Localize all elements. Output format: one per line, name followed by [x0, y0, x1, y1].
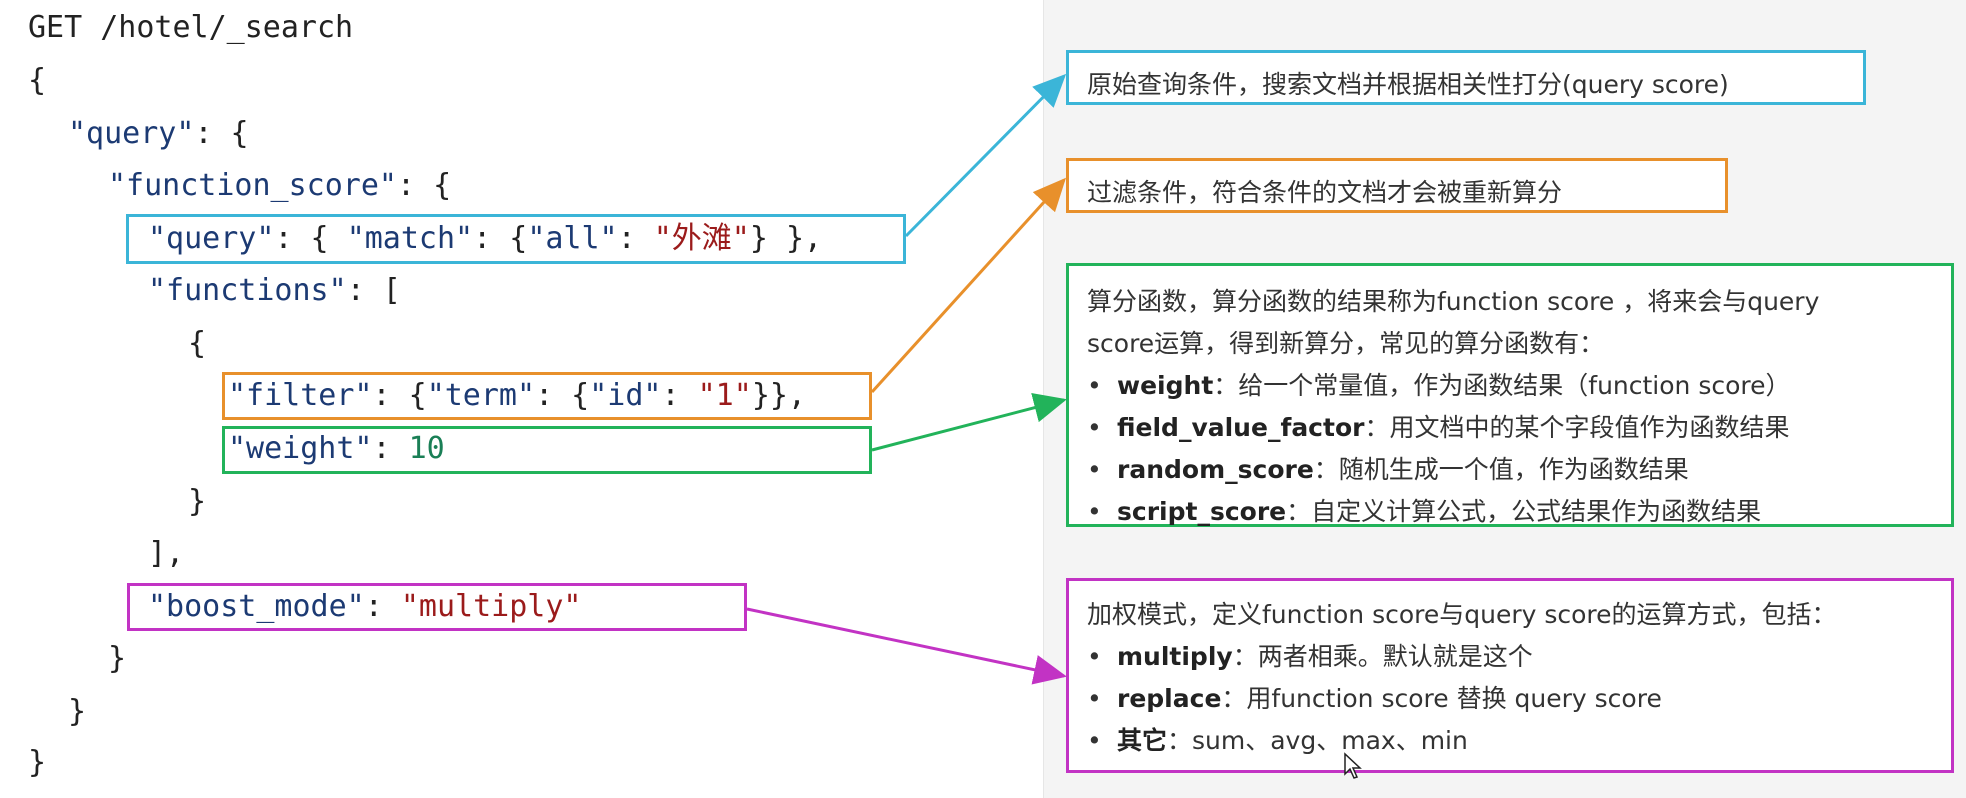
request-line: GET /hotel/_search	[28, 10, 354, 45]
boost-arrow	[746, 607, 1067, 685]
functions-note-item-random-score: •random_score：随机生成一个值，作为函数结果	[1087, 455, 1689, 484]
boost-note-intro: 加权模式，定义function score与query score的运算方式，包…	[1087, 600, 1837, 629]
code-line-function-score-close: }	[108, 641, 127, 676]
query-arrow	[904, 73, 1067, 238]
filter-note-box: 过滤条件，符合条件的文档才会被重新算分	[1066, 158, 1728, 213]
weight-highlight-box	[222, 426, 872, 474]
bullet-icon: •	[1087, 642, 1102, 671]
boost-note-item-replace: •replace：用function score 替换 query score	[1087, 684, 1662, 713]
code-line-weight: "weight": 10	[228, 431, 445, 466]
bullet-icon: •	[1087, 371, 1102, 400]
bullet-icon: •	[1087, 726, 1102, 755]
code-line-filter: "filter": {"term": {"id": "1"}},	[228, 378, 806, 413]
boost-note-item-multiply: •multiply：两者相乘。默认就是这个	[1087, 642, 1533, 671]
bullet-icon: •	[1087, 684, 1102, 713]
code-line-open: {	[28, 63, 47, 98]
boost-mode-highlight-box	[127, 583, 747, 631]
filter-highlight-box	[222, 372, 872, 420]
functions-note-intro-1: 算分函数，算分函数的结果称为function score ，将来会与query	[1087, 287, 1820, 316]
bullet-icon: •	[1087, 455, 1102, 484]
boost-mode-note-box: 加权模式，定义function score与query score的运算方式，包…	[1066, 578, 1954, 773]
boost-note-item-other: •其它：sum、avg、max、min	[1087, 726, 1468, 755]
filter-arrow	[870, 177, 1067, 394]
filter-note-text: 过滤条件，符合条件的文档才会被重新算分	[1087, 178, 1563, 207]
functions-note-intro-2: score运算，得到新算分，常见的算分函数有：	[1087, 329, 1605, 358]
code-line-query-close: }	[68, 694, 87, 729]
bullet-icon: •	[1087, 413, 1102, 442]
query-note-text: 原始查询条件，搜索文档并根据相关性打分(query score)	[1087, 70, 1729, 99]
bullet-icon: •	[1087, 497, 1102, 526]
code-line-boost-mode: "boost_mode": "multiply"	[148, 589, 582, 624]
query-highlight-box	[126, 214, 906, 264]
code-line-inner-query: "query": { "match": {"all": "外滩"} },	[148, 221, 823, 256]
code-line-functions-close: ],	[148, 536, 185, 571]
mouse-cursor-icon	[1344, 752, 1362, 779]
code-line-function-score: "function_score": {	[108, 168, 452, 203]
code-line-function-close: }	[188, 484, 207, 519]
code-line-query: "query": {	[68, 116, 249, 151]
functions-note-item-weight: •weight：给一个常量值，作为函数结果（function score）	[1087, 371, 1791, 400]
code-line-functions: "functions": [	[148, 273, 401, 308]
code-line-close: }	[28, 745, 47, 780]
code-line-function-open: {	[188, 326, 207, 361]
query-note-box: 原始查询条件，搜索文档并根据相关性打分(query score)	[1066, 50, 1866, 105]
functions-note-item-script-score: •script_score：自定义计算公式，公式结果作为函数结果	[1087, 497, 1762, 526]
functions-note-item-field-value-factor: •field_value_factor：用文档中的某个字段值作为函数结果	[1087, 413, 1790, 442]
weight-arrow	[871, 393, 1067, 452]
functions-note-box: 算分函数，算分函数的结果称为function score ，将来会与query …	[1066, 263, 1954, 527]
